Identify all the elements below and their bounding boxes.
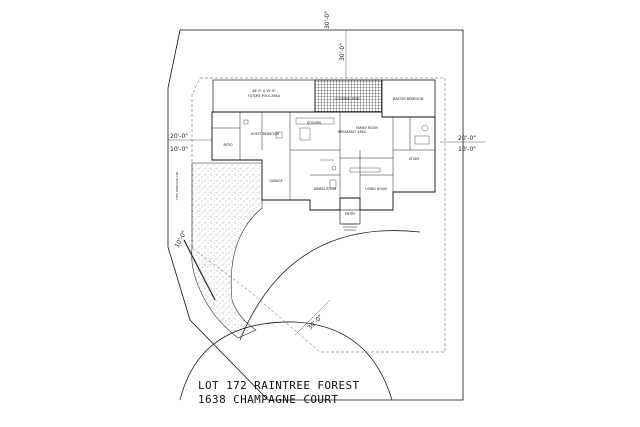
guest-bedroom-label: GUEST BEDROOM: [251, 132, 280, 136]
front-steps: [342, 223, 358, 231]
front-left-setback-label: 10'-0": [174, 230, 189, 249]
retaining-wall-label: RET. RETAINING WALL: [175, 172, 179, 201]
covered-patio-label: COVERED PATIO: [335, 97, 361, 101]
property-line: [167, 29, 464, 401]
top-setback-label: 30'-0": [339, 43, 346, 61]
pool-dimensions-label: 48'-0" X 19'-6": [252, 89, 276, 93]
breakfast-label: BREAKFAST AREA: [338, 130, 367, 134]
cul-de-sac-outer-arc: [239, 230, 421, 341]
interior-walls: [212, 112, 435, 200]
pool-area-label: FUTURE POOL AREA: [248, 94, 281, 98]
address-title: 1638 CHAMPAGNE COURT: [198, 393, 339, 406]
front-setback-label: 30'-0": [306, 314, 324, 332]
top-setback-label-upper: 30'-0": [324, 11, 331, 29]
dining-label: DINING ROOM: [314, 187, 337, 191]
master-bedroom-label: MASTER BEDROOM: [393, 97, 424, 101]
entry-label: ENTRY: [345, 212, 355, 216]
setback-line: [191, 77, 446, 353]
driveway: [191, 162, 263, 339]
kitchen-label: KITCHEN: [307, 121, 321, 125]
lot-title: LOT 172 RAINTREE FOREST: [198, 379, 360, 392]
study-label: STUDY: [409, 157, 420, 161]
patio-label: PATIO: [223, 143, 233, 147]
cul-de-sac-inner-arc: [179, 321, 393, 401]
living-label: LIVING ROOM: [365, 187, 387, 191]
garage-label: GARAGE: [269, 179, 282, 183]
left-setback-lower-label: 10'-0": [170, 146, 188, 153]
fixtures: [243, 117, 430, 189]
right-setback-upper-label: 20'-0": [458, 135, 476, 142]
title-block: LOT 172 RAINTREE FOREST 1638 CHAMPAGNE C…: [198, 379, 360, 407]
front-setback-dimension-line: [294, 299, 331, 336]
right-setback-lower-label: 10'-0": [458, 146, 476, 153]
left-setback-upper-label: 20'-0": [170, 133, 188, 140]
family-room-label: FAMILY ROOM: [356, 126, 378, 130]
